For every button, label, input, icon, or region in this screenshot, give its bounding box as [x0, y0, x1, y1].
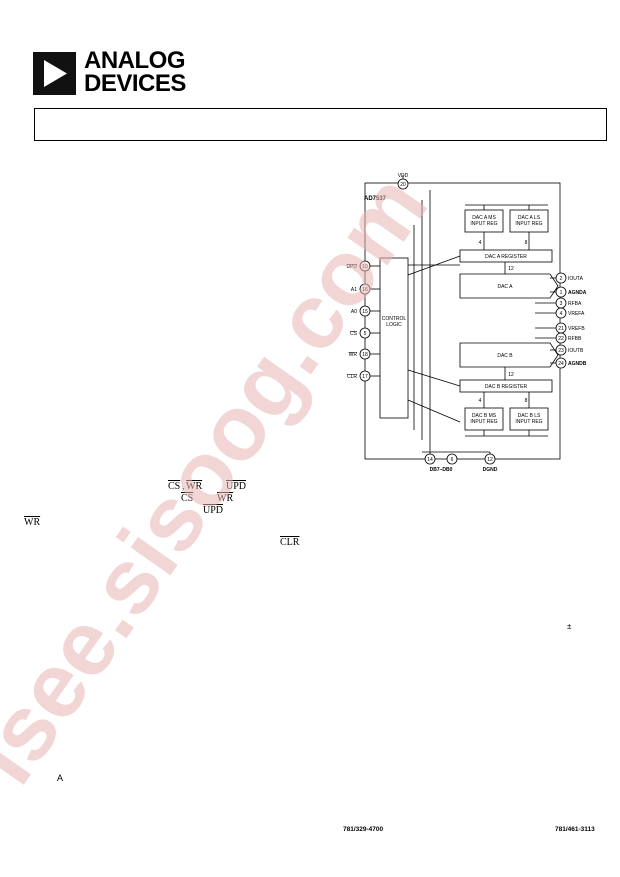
label-a0: A0 — [351, 309, 357, 315]
logo-line-1: ANALOG — [84, 47, 185, 74]
label-a1: A1 — [351, 287, 357, 293]
label-upd: UPD — [346, 264, 357, 270]
footer-phone: 781/329-4700 — [343, 826, 384, 833]
control-logic-l2: LOGIC — [386, 322, 402, 328]
dgnd-label: DGND — [483, 467, 498, 473]
a-register-label: DAC A REGISTER — [485, 254, 527, 260]
signal-clr: CLR — [280, 537, 300, 548]
pin-a0: 15 — [362, 309, 368, 315]
b-ms-l2: INPUT REG — [470, 419, 497, 425]
control-logic-l1: CONTROL — [382, 316, 407, 322]
dac-a-label: DAC A — [497, 284, 513, 290]
comma: , — [182, 481, 185, 492]
logo-line-2: DEVICES — [84, 70, 186, 97]
bus-b-ms: 4 — [479, 398, 482, 404]
label-rfbA: RFBA — [568, 301, 582, 307]
pin-vrefA: 4 — [560, 311, 563, 317]
bus-b-ls: 8 — [525, 398, 528, 404]
company-logo-text: ANALOG DEVICES — [84, 47, 186, 97]
label-agndB: AGNDB — [568, 361, 587, 367]
pin-dgnd: 12 — [487, 457, 493, 463]
bus-a-ls: 8 — [525, 240, 528, 246]
a-ls-l1: DAC A LS — [518, 215, 541, 221]
plusminus-symbol: ± — [567, 622, 572, 631]
pin-agndA: 1 — [560, 290, 563, 296]
signal-upd-2: UPD — [203, 505, 224, 516]
footer-fax: 781/461-3113 — [555, 826, 595, 833]
pin-a1: 16 — [362, 287, 368, 293]
chip-outline — [364, 182, 561, 460]
signal-wr-1: WR — [186, 481, 203, 492]
pin-ioutA: 2 — [560, 276, 563, 282]
bus-a-ms: 4 — [479, 240, 482, 246]
a-ms-l2: INPUT REG — [470, 221, 497, 227]
vdd-label: VDD — [398, 173, 409, 179]
bus-b-12: 12 — [508, 372, 514, 378]
label-cs: CS — [350, 331, 358, 337]
functional-block-diagram: VDD 20 AD7537 CONTROL LOGIC DAC A MS INP… — [346, 173, 587, 473]
pin-vrefB: 21 — [558, 326, 564, 332]
signal-wr-2: WR — [217, 493, 234, 504]
b-register-label: DAC B REGISTER — [485, 384, 528, 390]
vdd-pin: 20 — [400, 182, 406, 188]
pin-agndB: 24 — [558, 361, 564, 367]
label-ioutB: IOUTB — [568, 348, 584, 354]
pin-cs: 5 — [364, 331, 367, 337]
title-box — [34, 108, 607, 141]
pin-rfbB: 22 — [558, 336, 564, 342]
bus-a-12: 12 — [508, 266, 514, 272]
pin-db-b: 6 — [451, 457, 454, 463]
pin-ioutB: 23 — [558, 348, 564, 354]
b-ls-l1: DAC B LS — [518, 413, 541, 419]
pin-upd: 10 — [362, 264, 368, 270]
a-ls-l2: INPUT REG — [515, 221, 542, 227]
signal-cs-1: CS — [168, 481, 181, 492]
label-rfbB: RFBB — [568, 336, 582, 342]
label-ioutA: IOUTA — [568, 276, 584, 282]
b-ms-l1: DAC B MS — [472, 413, 497, 419]
signal-cs-2: CS — [181, 493, 194, 504]
label-agndA: AGNDA — [568, 290, 587, 296]
control-logic-block — [379, 257, 409, 419]
label-wr: WR — [349, 352, 358, 358]
label-clr: CLR — [347, 374, 357, 380]
stray-letter: A — [57, 773, 64, 783]
pin-rfbA: 3 — [560, 301, 563, 307]
b-ls-l2: INPUT REG — [515, 419, 542, 425]
signal-wr-3: WR — [24, 517, 41, 528]
pin-db-a: 14 — [427, 457, 433, 463]
db-label: DB7–DB0 — [430, 467, 453, 473]
signal-upd-1: UPD — [226, 481, 247, 492]
dac-b-block — [459, 342, 559, 368]
label-vrefB: VREFB — [568, 326, 585, 332]
part-number: AD7537 — [364, 196, 387, 202]
analog-devices-logo-icon — [33, 52, 76, 95]
pin-clr: 17 — [362, 374, 368, 380]
a-ms-l1: DAC A MS — [472, 215, 496, 221]
pin-wr: 18 — [362, 352, 368, 358]
dac-b-label: DAC B — [497, 353, 513, 359]
label-vrefA: VREFA — [568, 311, 585, 317]
